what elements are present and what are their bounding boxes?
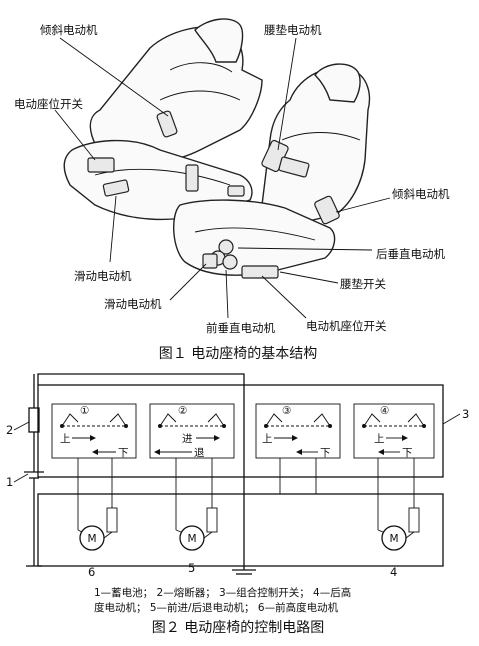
label-tilt-motor-left: 倾斜电动机	[40, 23, 98, 37]
label-slide-motor-a: 滑动电动机	[74, 269, 132, 283]
switch-3-right: 下	[320, 447, 331, 459]
switch-2-right: 退	[194, 447, 205, 459]
left-seat-drawing	[63, 18, 263, 221]
leader-lines	[54, 37, 391, 319]
figure1-caption: 图１ 电动座椅的基本结构	[159, 345, 317, 362]
callout-3: 3	[462, 407, 469, 421]
motor-6: M	[77, 507, 118, 551]
control-switch-frame	[37, 384, 444, 478]
motor-5-symbol: M	[187, 533, 196, 545]
callout-4: 4	[390, 565, 397, 579]
switch-block-2: ② 进 退	[149, 403, 235, 459]
legend-line-2: 度电动机； 5—前进/后退电动机； 6—前高度电动机	[94, 601, 339, 614]
callout-1: 1	[6, 475, 13, 489]
switch-1-right: 下	[118, 447, 129, 459]
figure1: 倾斜电动机 腰垫电动机 电动座位开关 倾斜电动机 后垂直电动机 滑动电动机 腰垫…	[14, 18, 450, 362]
label-lumbar-switch: 腰垫开关	[340, 277, 386, 291]
callout-2: 2	[6, 423, 13, 437]
switch-1-left: 上	[60, 433, 71, 445]
switch-4-left: 上	[374, 433, 385, 445]
motor-4: M	[377, 507, 420, 551]
switch-3-left: 上	[262, 433, 273, 445]
switch-block-4: ④ 上 下	[353, 403, 435, 459]
label-rear-vertical-motor: 后垂直电动机	[376, 247, 445, 261]
legend-line-1: 1—蓄电池； 2—熔断器； 3—组合控制开关； 4—后高	[94, 586, 351, 599]
motor-6-symbol: M	[87, 533, 96, 545]
figure2: ① 上 下 ② 进 退 ③ 上 下	[6, 373, 469, 636]
label-slide-motor-b: 滑动电动机	[104, 297, 162, 311]
switch-2-number: ②	[178, 405, 187, 417]
label-tilt-motor-right: 倾斜电动机	[392, 187, 450, 201]
callout-6: 6	[88, 565, 95, 579]
motor-4-symbol: M	[389, 533, 398, 545]
motor-5: M	[175, 507, 218, 551]
switch-block-3: ③ 上 下	[255, 403, 341, 459]
label-seat-position-switch: 电动机座位开关	[306, 319, 387, 333]
label-seat-switch: 电动座位开关	[14, 97, 83, 111]
power-supply	[24, 373, 256, 575]
figure2-caption: 图２ 电动座椅的控制电路图	[152, 620, 324, 636]
label-front-vertical-motor: 前垂直电动机	[206, 321, 275, 335]
switch-4-right: 下	[402, 447, 413, 459]
label-lumbar-motor: 腰垫电动机	[264, 23, 322, 37]
switch-2-left: 进	[182, 433, 193, 445]
motor-wiring	[77, 458, 415, 530]
motor-frame	[37, 493, 444, 567]
switch-3-number: ③	[282, 405, 291, 417]
switch-4-number: ④	[380, 405, 389, 417]
switch-1-number: ①	[80, 405, 89, 417]
callout-5: 5	[188, 561, 195, 575]
right-seat-drawing	[172, 63, 371, 279]
switch-block-1: ① 上 下	[51, 403, 137, 459]
